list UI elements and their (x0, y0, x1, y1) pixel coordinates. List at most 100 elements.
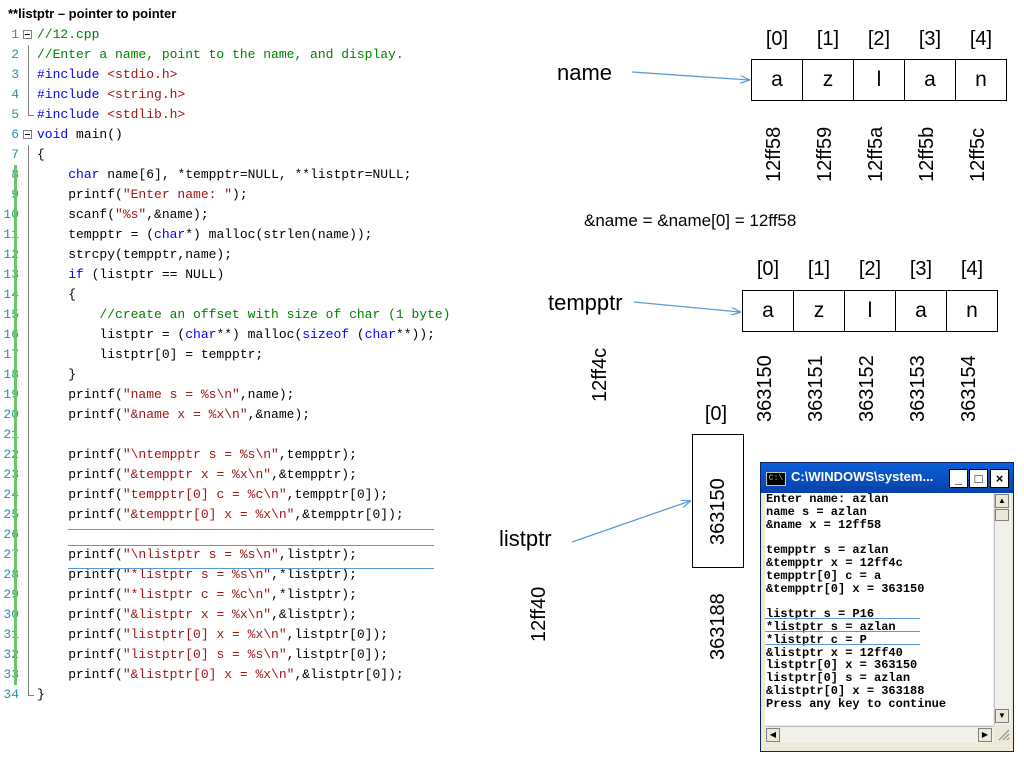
tempptr-cell: l (845, 291, 896, 331)
line-number: 34 (3, 687, 19, 702)
changed-line-marker (14, 425, 17, 445)
code-line: 14 { (0, 285, 540, 305)
code-token: "\ntempptr s = %s\n" (122, 447, 279, 462)
code-line: 4#include <string.h> (0, 85, 540, 105)
name-index: [3] (918, 28, 942, 50)
changed-line-marker (14, 585, 17, 605)
code-text: #include <stdlib.h> (37, 105, 185, 125)
fold-guide (21, 645, 35, 665)
minimize-button[interactable]: _ (949, 469, 968, 488)
code-line: 3#include <stdio.h> (0, 65, 540, 85)
code-token: printf( (37, 387, 123, 402)
fold-guide (21, 345, 35, 365)
name-cell: l (854, 60, 905, 100)
code-token: printf( (37, 487, 123, 502)
scroll-down-icon[interactable]: ▼ (995, 709, 1009, 723)
code-token: <stdio.h> (107, 67, 178, 82)
code-text: //12.cpp (37, 25, 99, 45)
changed-line-marker (14, 345, 17, 365)
code-token: (listptr == NULL) (83, 267, 225, 282)
fold-guide-end (21, 105, 35, 125)
changed-line-marker (14, 305, 17, 325)
code-line: 27 printf("\nlistptr s = %s\n",listptr); (0, 545, 540, 565)
console-title: C:\WINDOWS\system... (791, 469, 934, 484)
code-token: "&listptr[0] x = %x\n" (122, 667, 295, 682)
code-text: printf("tempptr[0] c = %c\n",tempptr[0])… (37, 485, 388, 505)
fold-guide (21, 185, 35, 205)
name-cell: n (975, 68, 987, 91)
code-token: ,&listptr[0]); (294, 667, 404, 682)
code-token: **)); (395, 327, 435, 342)
code-token: } (37, 367, 77, 382)
code-line: 19 printf("name s = %s\n",name); (0, 385, 540, 405)
code-token: "tempptr[0] c = %c\n" (122, 487, 287, 502)
code-text: printf("&listptr x = %x\n",&listptr); (37, 605, 357, 625)
code-token: "*listptr s = %s\n" (122, 567, 272, 582)
scroll-thumb[interactable] (995, 509, 1009, 521)
scroll-left-icon[interactable]: ◀ (766, 728, 780, 742)
tempptr-cell: a (743, 291, 794, 331)
changed-line-marker (14, 545, 17, 565)
code-token: printf( (37, 507, 123, 522)
changed-line-marker (14, 365, 17, 385)
changed-line-marker (14, 465, 17, 485)
code-token: if (68, 267, 84, 282)
code-token: //12.cpp (37, 27, 100, 42)
code-text: { (37, 145, 45, 165)
fold-guide (21, 385, 35, 405)
fold-guide (21, 245, 35, 265)
changed-line-marker (14, 665, 17, 685)
line-number: 2 (11, 47, 19, 62)
fold-guide (21, 505, 35, 525)
name-cell: a (752, 60, 803, 100)
changed-line-marker (14, 285, 17, 305)
changed-line-marker (14, 645, 17, 665)
code-token: "Enter name: " (122, 187, 233, 202)
name-index: [1] (816, 28, 840, 50)
code-text: //Enter a name, point to the name, and d… (37, 45, 404, 65)
vertical-scrollbar[interactable]: ▲ ▼ (994, 493, 1011, 725)
code-token: } (37, 687, 45, 702)
fold-collapse-icon[interactable] (21, 125, 35, 145)
fold-collapse-icon[interactable] (21, 25, 35, 45)
code-token: void (37, 127, 69, 142)
code-line: 11 tempptr = (char*) malloc(strlen(name)… (0, 225, 540, 245)
code-text: printf("listptr[0] s = %s\n",listptr[0])… (37, 645, 388, 665)
maximize-button[interactable]: □ (969, 469, 988, 488)
console-line: &listptr x = 12ff40 (766, 645, 903, 660)
console-titlebar[interactable]: C:\ C:\WINDOWS\system... _ □ × (761, 463, 1013, 493)
changed-line-marker (14, 165, 17, 185)
scroll-right-icon[interactable]: ▶ (978, 728, 992, 742)
code-line: 30 printf("&listptr x = %x\n",&listptr); (0, 605, 540, 625)
code-line: 25 printf("&tempptr[0] x = %x\n",&temppt… (0, 505, 540, 525)
fold-guide (21, 225, 35, 245)
console-window-icon: C:\ (766, 472, 786, 486)
code-token: printf( (37, 587, 123, 602)
code-text: strcpy(tempptr,name); (37, 245, 232, 265)
code-text: //create an offset with size of char (1 … (37, 305, 450, 325)
close-button[interactable]: × (990, 469, 1009, 488)
code-token: printf( (37, 467, 123, 482)
line-number: 5 (11, 107, 19, 122)
changed-line-marker (14, 525, 17, 545)
code-text: printf("&name x = %x\n",&name); (37, 405, 310, 425)
code-text: printf("&tempptr[0] x = %x\n",&tempptr[0… (37, 505, 403, 525)
line-number: 6 (11, 127, 19, 142)
fold-guide (21, 205, 35, 225)
code-text: printf("\ntempptr s = %s\n",tempptr); (37, 445, 357, 465)
code-token: "*listptr c = %c\n" (122, 587, 272, 602)
code-token: ,*listptr); (271, 587, 357, 602)
slide-title: **listptr – pointer to pointer (8, 6, 177, 21)
resize-grip-icon[interactable] (996, 727, 1010, 741)
code-token: ,listptr[0]); (286, 627, 389, 642)
fold-guide (21, 425, 35, 445)
code-line: 16 listptr = (char**) malloc(sizeof (cha… (0, 325, 540, 345)
console-line: listptr[0] x = 363150 (766, 658, 918, 673)
horizontal-scrollbar[interactable]: ◀ ▶ (765, 726, 994, 743)
code-token: ,&name); (146, 207, 209, 222)
scroll-up-icon[interactable]: ▲ (995, 494, 1009, 508)
name-address-equation: &name = &name[0] = 12ff58 (584, 211, 797, 230)
